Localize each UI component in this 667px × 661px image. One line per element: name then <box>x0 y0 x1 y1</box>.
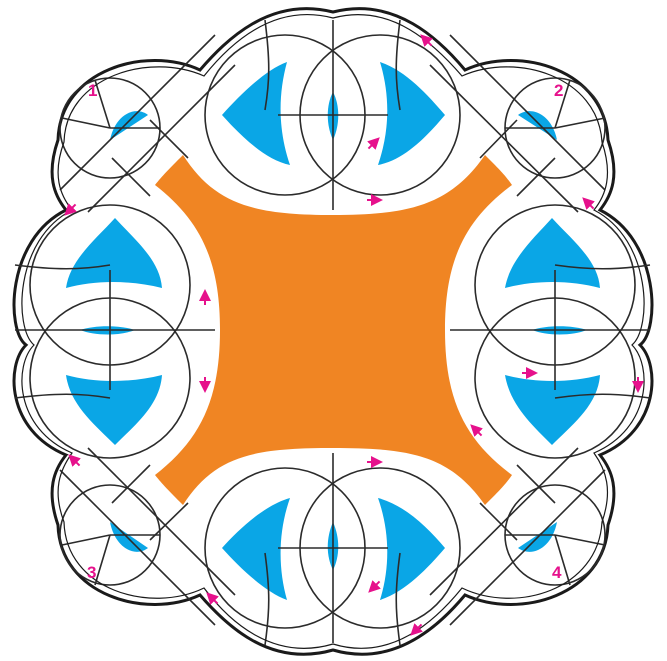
corner-label-1: 1 <box>88 81 97 100</box>
corner-label-4: 4 <box>552 563 562 582</box>
corner-label-3: 3 <box>87 563 96 582</box>
corner-label-2: 2 <box>554 81 563 100</box>
